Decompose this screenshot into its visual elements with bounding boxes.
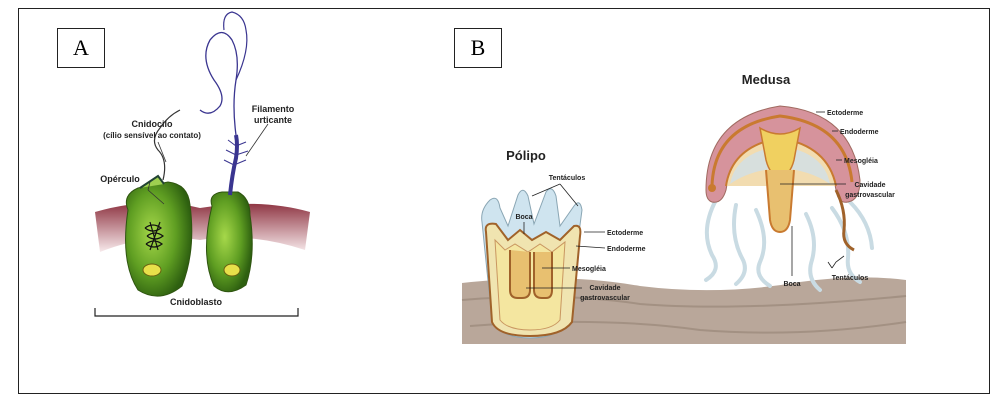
medusa-label-boca: Boca	[783, 281, 800, 288]
medusa-label-ectoderme: Ectoderme	[827, 110, 863, 117]
polyp-label-mesogleia: Mesogléia	[572, 266, 606, 273]
polyp	[482, 189, 582, 338]
polyp-label-endoderme: Endoderme	[607, 246, 646, 253]
medusa-label-gastrovascular: gastrovascular	[845, 192, 895, 199]
polyp-label-gastrovascular: gastrovascular	[580, 295, 630, 302]
polyp-label-cavidade: Cavidade	[589, 285, 620, 292]
polyp-label-boca: Boca	[515, 214, 532, 221]
medusa-label-endoderme: Endoderme	[840, 129, 879, 136]
title-medusa: Medusa	[742, 72, 791, 87]
medusa-label-cavidade: Cavidade	[854, 182, 885, 189]
medusa-label-mesogleia: Mesogléia	[844, 158, 878, 165]
polyp-label-ectoderme: Ectoderme	[607, 230, 643, 237]
medusa-label-tentaculos: Tentáculos	[832, 275, 869, 282]
polyp-label-tentaculos: Tentáculos	[549, 175, 586, 182]
title-polipo: Pólipo	[506, 148, 546, 163]
